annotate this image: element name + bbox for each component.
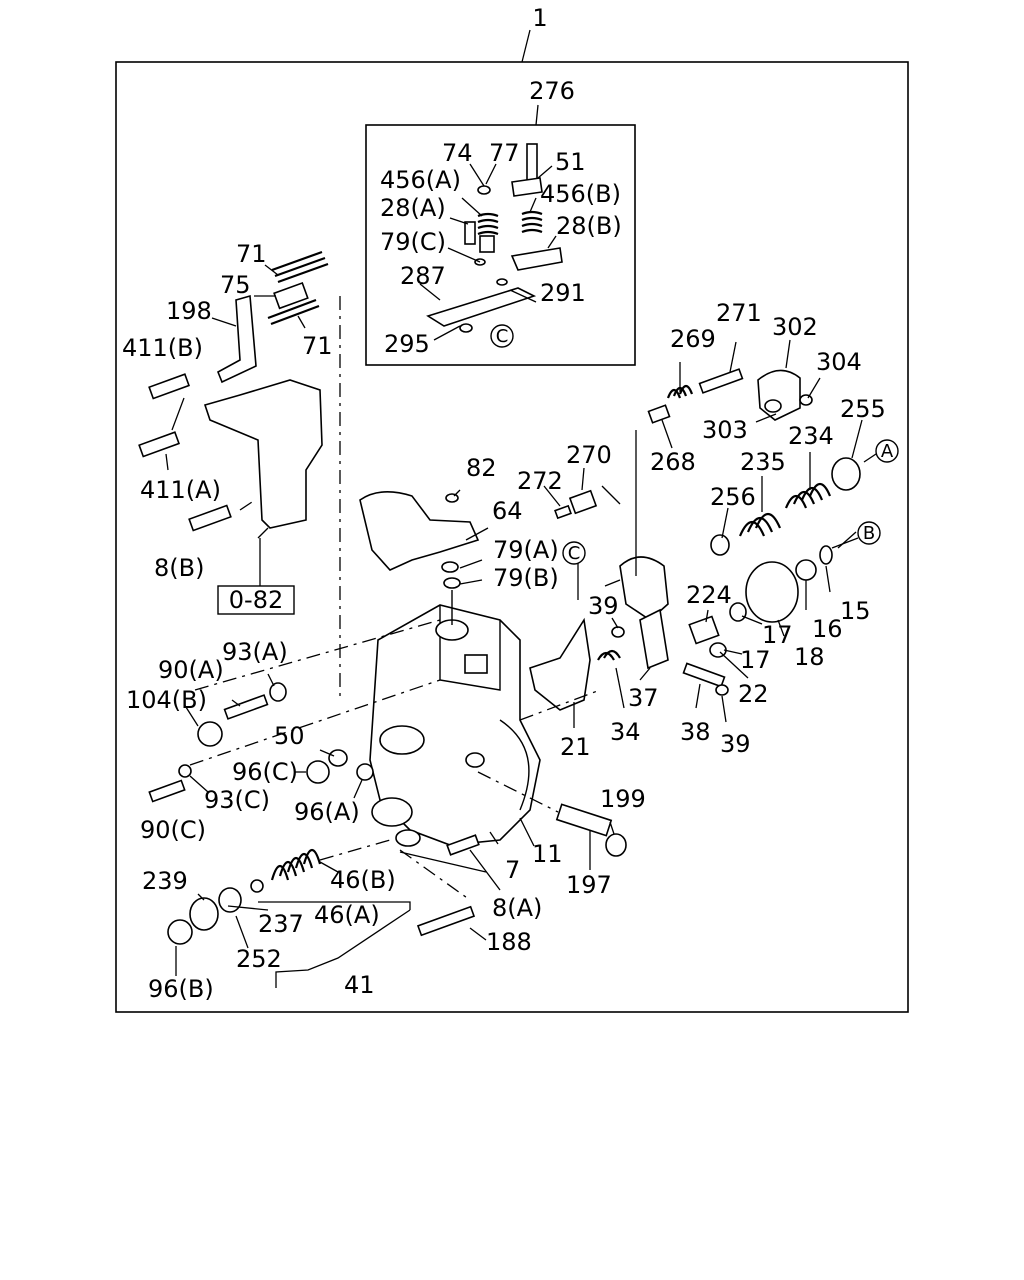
left-bracket-parts — [138, 250, 341, 700]
svg-text:C: C — [496, 326, 509, 347]
callout-50: 50 — [274, 722, 305, 750]
callout-41: 41 — [344, 971, 375, 999]
callout-18: 18 — [794, 643, 825, 671]
callout-96c: 96(C) — [232, 758, 298, 786]
callout-51: 51 — [555, 148, 586, 176]
callout-79b: 79(B) — [493, 564, 559, 592]
callout-239: 239 — [142, 867, 188, 895]
main-assembly-frame — [115, 61, 909, 1013]
leader-1 — [521, 29, 531, 63]
callout-34: 34 — [610, 718, 641, 746]
callout-17-upper: 17 — [762, 621, 793, 649]
subassembly-276-parts — [426, 143, 563, 333]
callout-28a: 28(A) — [380, 194, 446, 222]
callout-93a: 93(A) — [222, 638, 288, 666]
callout-256: 256 — [710, 483, 756, 511]
callout-39-bottom: 39 — [720, 730, 751, 758]
svg-text:A: A — [881, 441, 894, 462]
callout-93c: 93(C) — [204, 786, 270, 814]
leader-276 — [535, 104, 539, 126]
callout-304: 304 — [816, 348, 862, 376]
callout-16: 16 — [812, 615, 843, 643]
callout-96b: 96(B) — [148, 975, 214, 1003]
circle-ref-c-top: C — [490, 324, 514, 348]
callout-96a: 96(A) — [294, 798, 360, 826]
label-assembly: 1 — [532, 4, 547, 32]
callout-79a: 79(A) — [493, 536, 559, 564]
callout-74: 74 — [442, 139, 473, 167]
callout-leaders — [165, 163, 863, 988]
callout-271: 271 — [716, 299, 762, 327]
callout-8b: 8(B) — [154, 554, 204, 582]
callout-64: 64 — [492, 497, 523, 525]
callout-28b: 28(B) — [556, 212, 622, 240]
callout-82: 82 — [466, 454, 497, 482]
callout-199: 199 — [600, 785, 646, 813]
callout-22: 22 — [738, 680, 769, 708]
callout-38: 38 — [680, 718, 711, 746]
callout-71-top: 71 — [236, 240, 267, 268]
callout-75: 75 — [220, 271, 251, 299]
callout-272: 272 — [517, 467, 563, 495]
callout-411b: 411(B) — [122, 334, 203, 362]
leader-ref-b — [831, 537, 859, 549]
callout-252: 252 — [236, 945, 282, 973]
callout-456b: 456(B) — [540, 180, 621, 208]
callout-269: 269 — [670, 325, 716, 353]
callout-456a: 456(A) — [380, 166, 461, 194]
reference-box — [217, 585, 295, 615]
callout-287: 287 — [400, 262, 446, 290]
callout-90a: 90(A) — [158, 656, 224, 684]
svg-text:B: B — [863, 523, 875, 544]
svg-text:C: C — [568, 543, 581, 564]
callout-188: 188 — [486, 928, 532, 956]
callout-7: 7 — [505, 856, 520, 884]
callout-197: 197 — [566, 871, 612, 899]
callout-295: 295 — [384, 330, 430, 358]
callout-235: 235 — [740, 448, 786, 476]
callout-37: 37 — [628, 684, 659, 712]
callout-8a: 8(A) — [492, 894, 542, 922]
callout-71-bottom: 71 — [302, 332, 333, 360]
callout-255: 255 — [840, 395, 886, 423]
callout-291: 291 — [540, 279, 586, 307]
circle-ref-c-mid: C — [562, 541, 586, 565]
callout-104b: 104(B) — [126, 686, 207, 714]
callout-46a: 46(A) — [314, 901, 380, 929]
callout-17-lower: 17 — [740, 646, 771, 674]
label-subassembly: 276 — [529, 77, 575, 105]
callout-77: 77 — [489, 139, 520, 167]
callout-198: 198 — [166, 297, 212, 325]
callout-90c: 90(C) — [140, 816, 206, 844]
callout-411a: 411(A) — [140, 476, 221, 504]
right-side-parts — [529, 368, 861, 711]
circle-ref-a: A — [875, 439, 899, 463]
leader-ref-a — [863, 453, 877, 463]
callout-39-top: 39 — [588, 592, 619, 620]
subassembly-276-frame — [365, 124, 636, 366]
callout-234: 234 — [788, 422, 834, 450]
governor-lever — [359, 489, 598, 625]
pump-housing — [369, 604, 541, 847]
callout-224: 224 — [686, 581, 732, 609]
callout-15: 15 — [840, 597, 871, 625]
circle-ref-b: B — [857, 521, 881, 545]
callout-46b: 46(B) — [330, 866, 396, 894]
callout-302: 302 — [772, 313, 818, 341]
callout-270: 270 — [566, 441, 612, 469]
callout-237: 237 — [258, 910, 304, 938]
callout-11: 11 — [532, 840, 563, 868]
lower-left-parts — [148, 619, 627, 945]
callout-303: 303 — [702, 416, 748, 444]
callout-21: 21 — [560, 733, 591, 761]
reference-box-label: 0-82 — [229, 586, 283, 614]
callout-268: 268 — [650, 448, 696, 476]
callout-79c: 79(C) — [380, 228, 446, 256]
